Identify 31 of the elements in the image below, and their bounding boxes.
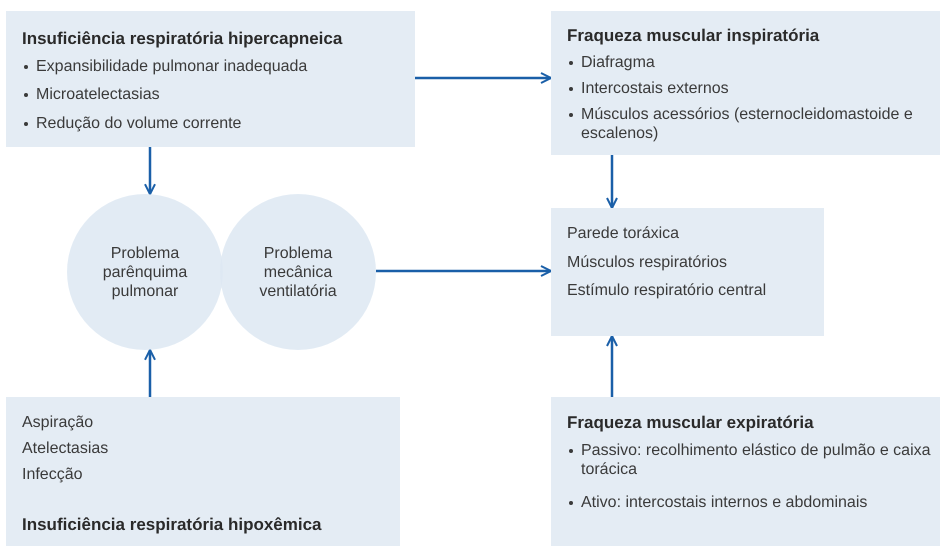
list-item: Estímulo respiratório central: [567, 281, 768, 300]
arrow: [606, 155, 618, 209]
circle-label: Problema mecânica ventilatória: [258, 244, 338, 301]
bullet-text: Diafragma: [581, 54, 655, 71]
info-box: [6, 397, 400, 546]
box-heading: Insuficiência respiratória hipoxêmica: [22, 515, 323, 534]
list-item: Parede toráxica: [567, 224, 680, 243]
list-item: Músculos respiratórios: [567, 253, 728, 272]
box-heading: Fraqueza muscular expiratória: [567, 413, 815, 432]
bullet-text: Passivo: recolhimento elástico de pulmão e caixa torácica: [581, 442, 931, 478]
arrow: [144, 147, 156, 196]
info-box: [551, 208, 824, 336]
bullet-text: Expansibilidade pulmonar inadequada: [36, 58, 308, 75]
box-heading: Fraqueza muscular inspiratória: [567, 26, 820, 45]
bullet-text: Redução do volume corrente: [36, 115, 242, 132]
list-item: Infecção: [22, 465, 84, 484]
arrow: [415, 72, 552, 84]
list-item: Atelectasias: [22, 439, 110, 458]
circle-label: Problema parênquima pulmonar: [102, 244, 188, 301]
arrow: [144, 348, 156, 397]
arrow: [606, 335, 618, 397]
list-item: Aspiração: [22, 413, 94, 432]
info-box: [6, 11, 415, 147]
bullet-text: Ativo: intercostais internos e abdominais: [581, 494, 868, 511]
info-box: [551, 11, 940, 155]
info-box: [551, 397, 940, 546]
bullet-text: Músculos acessórios (esternocleidomastoide e escalenos): [581, 106, 913, 142]
bullet-text: Microatelectasias: [36, 86, 160, 103]
bullet-text: Intercostais externos: [581, 80, 729, 97]
arrow: [376, 265, 552, 277]
box-heading: Insuficiência respiratória hipercapneica: [22, 29, 344, 48]
